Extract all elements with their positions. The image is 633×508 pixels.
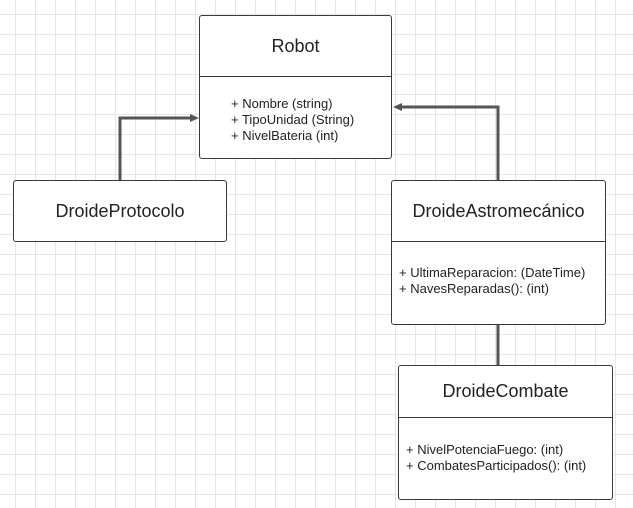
class-droidecombate-name: DroideCombate <box>442 381 569 401</box>
class-droideastromecanico-divider <box>392 241 605 242</box>
attribute-nivelpotenciafuego: + NivelPotenciaFuego: (int) <box>406 442 564 457</box>
attribute-navesreparadas: + NavesReparadas(): (int) <box>399 281 549 296</box>
class-robot-attributes: + Nombre (string) + TipoUnidad (String) … <box>231 96 354 144</box>
class-droideprotocolo[interactable]: DroideProtocolo <box>13 180 227 242</box>
edge-droideprotocolo-to-robot <box>118 116 192 181</box>
class-droideastromecanico-name: DroideAstromecánico <box>412 200 585 221</box>
class-droidecombate[interactable]: DroideCombate + NivelPotenciaFuego: (int… <box>398 365 613 500</box>
class-droideastromecanico-attributes: + UltimaReparacion: (DateTime) + NavesRe… <box>399 265 585 297</box>
class-robot[interactable]: Robot + Nombre (string) + TipoUnidad (St… <box>199 15 392 159</box>
class-droidecombate-attributes: + NivelPotenciaFuego: (int) + CombatesPa… <box>406 442 586 474</box>
attribute-nombre: + Nombre (string) <box>231 96 333 111</box>
arrowhead-robot-left <box>190 114 199 122</box>
arrowhead-robot-right <box>393 103 402 111</box>
class-droideastromecanico[interactable]: DroideAstromecánico + UltimaReparacion: … <box>391 180 606 325</box>
attribute-tipounidad: + TipoUnidad (String) <box>231 112 355 127</box>
attribute-nivelbateria: + NivelBateria (int) <box>231 128 339 143</box>
attribute-combatesparticipados: + CombatesParticipados(): (int) <box>406 458 587 473</box>
class-droideprotocolo-name: DroideProtocolo <box>55 200 185 221</box>
class-droidecombate-divider <box>399 417 612 418</box>
attribute-ultimareparacion: + UltimaReparacion: (DateTime) <box>399 265 586 280</box>
edge-droideastromecanico-to-robot <box>400 105 500 181</box>
class-robot-name: Robot <box>271 35 320 56</box>
class-robot-divider <box>200 76 391 77</box>
